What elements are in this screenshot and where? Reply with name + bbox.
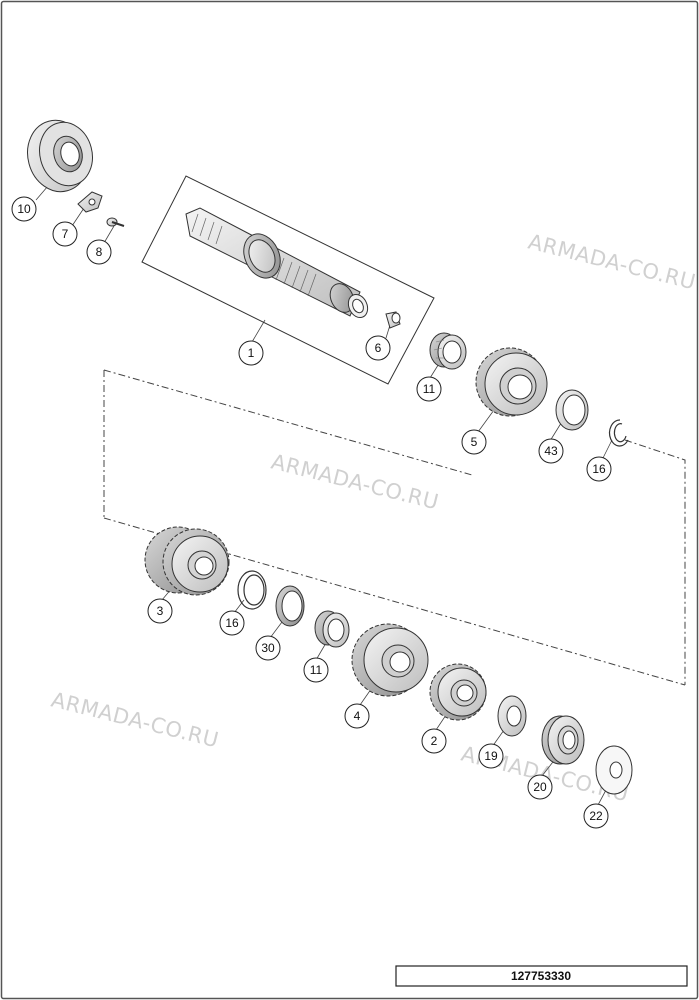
document-number: 127753330 bbox=[511, 969, 571, 983]
callout-3: 3 bbox=[147, 598, 173, 624]
callout-label: 8 bbox=[96, 245, 103, 259]
part-16-circlip-upper bbox=[609, 419, 629, 447]
watermark: ARMADA-CO.RU bbox=[526, 230, 698, 295]
part-6-bushing bbox=[385, 311, 401, 329]
part-11-needle-bearing-upper bbox=[429, 332, 467, 370]
callout-30: 30 bbox=[255, 635, 281, 661]
callout-11: 11 bbox=[416, 376, 442, 402]
part-8-screw bbox=[106, 217, 125, 227]
callout-label: 19 bbox=[484, 749, 498, 763]
part-10-bearing bbox=[27, 119, 93, 193]
callout-16: 16 bbox=[219, 610, 245, 636]
callout-label: 30 bbox=[261, 641, 275, 655]
part-7-lock-plate bbox=[77, 191, 103, 213]
part-19-thrust-washer bbox=[497, 695, 527, 737]
callout-label: 10 bbox=[17, 202, 31, 216]
callout-label: 16 bbox=[592, 462, 606, 476]
callout-16: 16 bbox=[586, 456, 612, 482]
callout-7: 7 bbox=[52, 221, 78, 247]
assembly-guide-dashed bbox=[103, 369, 686, 686]
callout-2: 2 bbox=[421, 728, 447, 754]
callout-19: 19 bbox=[478, 743, 504, 769]
callout-label: 4 bbox=[354, 709, 361, 723]
watermark: ARMADA-CO.RU bbox=[269, 450, 441, 515]
callout-label: 6 bbox=[375, 341, 382, 355]
part-16-circlip-lower bbox=[237, 570, 267, 610]
callout-label: 20 bbox=[533, 780, 547, 794]
callout-22: 22 bbox=[583, 803, 609, 829]
part-43-ring bbox=[555, 389, 589, 431]
callout-8: 8 bbox=[86, 239, 112, 265]
callout-11: 11 bbox=[303, 657, 329, 683]
callout-label: 1 bbox=[248, 346, 255, 360]
part-20-bearing bbox=[541, 715, 585, 765]
callout-1: 1 bbox=[238, 340, 264, 366]
callout-label: 11 bbox=[423, 382, 436, 396]
callout-43: 43 bbox=[538, 438, 564, 464]
part-2-gear bbox=[429, 663, 487, 721]
callout-label: 22 bbox=[589, 809, 603, 823]
part-4-gear bbox=[351, 623, 429, 697]
callout-label: 5 bbox=[471, 435, 478, 449]
part-11-needle-bearing-lower bbox=[314, 610, 350, 648]
callout-4: 4 bbox=[344, 703, 370, 729]
callout-label: 16 bbox=[225, 616, 239, 630]
callout-10: 10 bbox=[11, 196, 37, 222]
callout-label: 2 bbox=[431, 734, 438, 748]
callout-label: 7 bbox=[62, 227, 69, 241]
callout-label: 3 bbox=[157, 604, 164, 618]
callout-6: 6 bbox=[365, 335, 391, 361]
callout-label: 11 bbox=[310, 663, 323, 677]
callout-20: 20 bbox=[527, 774, 553, 800]
part-3-double-gear bbox=[144, 526, 230, 596]
part-5-gear bbox=[475, 347, 548, 417]
part-30-washer bbox=[275, 585, 305, 627]
part-22-shim bbox=[595, 745, 633, 795]
part-1-group-box bbox=[141, 175, 435, 385]
watermark: ARMADA-CO.RU bbox=[49, 688, 221, 753]
callout-5: 5 bbox=[461, 429, 487, 455]
part-1-main-shaft bbox=[185, 207, 369, 319]
document-number-box: 127753330 bbox=[395, 965, 688, 987]
callout-label: 43 bbox=[544, 444, 558, 458]
